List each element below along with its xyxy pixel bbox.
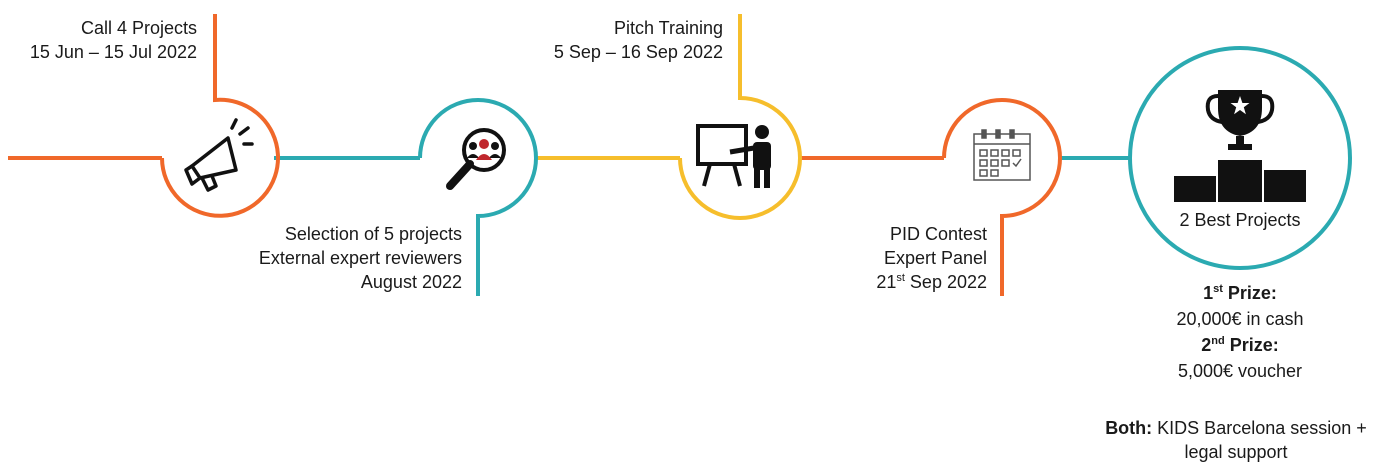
final-circle	[1128, 46, 1352, 270]
both-block: Both: KIDS Barcelona session + legal sup…	[1090, 416, 1382, 464]
step-2-date: August 2022	[360, 272, 462, 292]
calendar-icon	[973, 129, 1031, 181]
both-line-2: legal support	[1184, 442, 1288, 462]
step-1-title: Call 4 Projects	[80, 18, 197, 38]
prize-1-value: 20,000€ in cash	[1176, 309, 1304, 329]
presenter-board-icon	[696, 124, 771, 188]
trophy-podium-icon	[1174, 90, 1306, 202]
prize-2-heading: 2nd Prize:	[1201, 335, 1279, 355]
step-2-label: Selection of 5 projects External expert …	[259, 222, 462, 294]
step-3-date: 5 Sep – 16 Sep 2022	[553, 42, 723, 62]
node-3-arc	[678, 14, 802, 220]
both-text: KIDS Barcelona session +	[1152, 418, 1367, 438]
step-2-title: Selection of 5 projects	[284, 224, 462, 244]
step-4-label: PID Contest Expert Panel 21st Sep 2022	[876, 222, 987, 294]
step-1-date: 15 Jun – 15 Jul 2022	[29, 42, 197, 62]
prize-1-heading: 1st Prize:	[1203, 283, 1277, 303]
final-circle-label: 2 Best Projects	[1179, 210, 1301, 230]
prizes-block: 1st Prize: 20,000€ in cash 2nd Prize: 5,…	[1140, 280, 1340, 384]
step-3-title: Pitch Training	[613, 18, 723, 38]
step-4-date: 21st Sep 2022	[876, 272, 987, 292]
step-1-label: Call 4 Projects 15 Jun – 15 Jul 2022	[30, 16, 197, 64]
node-1-arc	[160, 14, 280, 218]
megaphone-icon	[184, 118, 254, 192]
step-4-title: PID Contest	[889, 224, 987, 244]
node-2-arc	[418, 98, 538, 296]
both-label: Both:	[1105, 418, 1153, 438]
step-4-panel: Expert Panel	[883, 248, 987, 268]
step-3-label: Pitch Training 5 Sep – 16 Sep 2022	[554, 16, 723, 64]
both-line-1: Both: KIDS Barcelona session +	[1090, 416, 1382, 440]
node-4-arc	[942, 98, 1062, 296]
magnifier-people-icon	[446, 128, 506, 190]
prize-2-value: 5,000€ voucher	[1177, 361, 1303, 381]
step-2-reviewers: External expert reviewers	[258, 248, 462, 268]
